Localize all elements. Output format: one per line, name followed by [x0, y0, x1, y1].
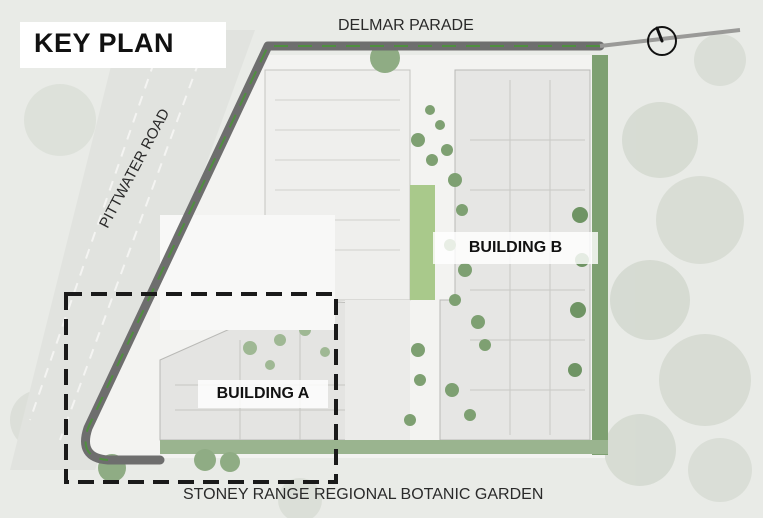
open-forecourt [160, 215, 335, 330]
delmar-parade-road-edge [599, 28, 741, 48]
building-b-label: BUILDING B [433, 232, 598, 264]
building-a-focus-box [64, 292, 338, 484]
road-marking [29, 44, 161, 421]
pittwater-road-surface [10, 30, 255, 470]
building-a-label: BUILDING A [198, 380, 328, 408]
eastern-boundary-planting [592, 55, 608, 455]
southern-boundary-planting [160, 440, 608, 454]
botanic-garden-label: STONEY RANGE REGIONAL BOTANIC GARDEN [183, 486, 544, 503]
central-lawn [410, 185, 435, 300]
north-arrow-icon [647, 26, 677, 56]
road-marking [59, 44, 206, 441]
central-plaza [345, 300, 410, 440]
key-plan-title: KEY PLAN [34, 28, 175, 58]
delmar-parade-label: DELMAR PARADE [338, 17, 474, 34]
title-panel [20, 22, 226, 68]
surrounding-tree-canopy [10, 34, 752, 518]
site-boundary-accent [84, 45, 600, 461]
